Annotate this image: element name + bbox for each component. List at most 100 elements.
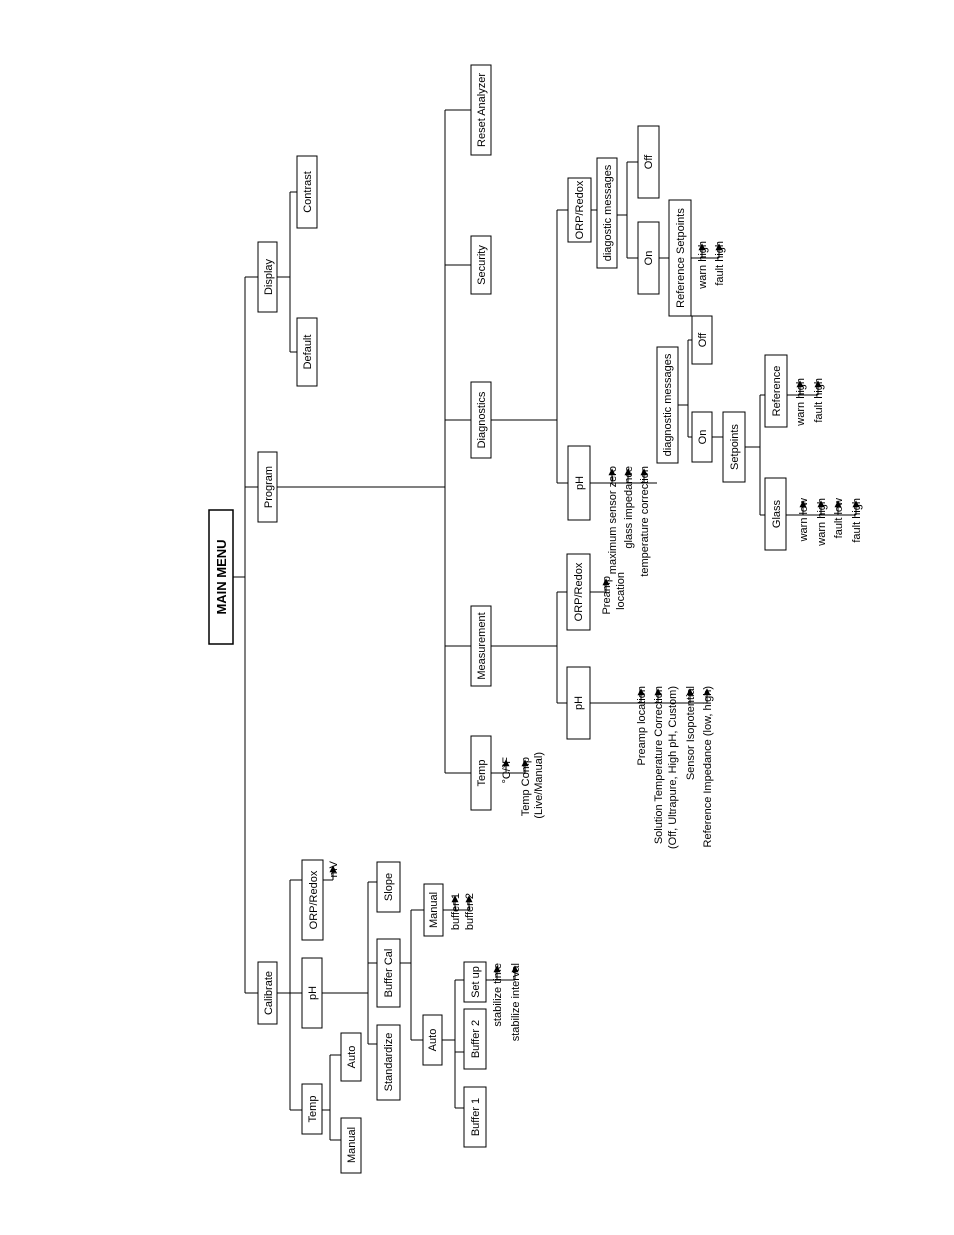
setup-item: stabilize interval — [510, 963, 522, 1041]
prog-temp-label: Temp — [476, 760, 488, 787]
ref-setpoints-box — [668, 199, 692, 317]
default-label: Default — [302, 335, 314, 370]
ph-on-label: On — [697, 430, 709, 445]
orp-diag-messages-box — [596, 157, 618, 269]
buffer2-box — [463, 1008, 487, 1070]
cal-temp-auto-label: Auto — [346, 1046, 358, 1069]
meas-orp-item: location — [615, 572, 627, 610]
diag-ph-box — [567, 445, 591, 521]
ph-diag-messages-label: diagnostic messages — [662, 353, 674, 456]
ph-on-box — [691, 411, 713, 463]
bc-manual-item: buffer 2 — [464, 893, 476, 930]
main-menu-label: MAIN MENU — [214, 539, 229, 614]
cal-temp-manual-box — [340, 1117, 362, 1174]
orp-on-label: On — [643, 251, 655, 266]
node-labels: MAIN MENU Calibrate Program Display Temp… — [214, 73, 863, 1163]
display-box — [257, 241, 278, 313]
diagnostics-box — [470, 381, 492, 459]
buffer-cal-box — [376, 938, 401, 1008]
glass-item: warn high — [816, 498, 828, 547]
setup-box — [463, 961, 487, 1003]
prog-temp-item: Temp Comp — [520, 757, 532, 816]
prog-temp-item: (Live/Manual) — [533, 752, 545, 819]
standardize-label: Standardize — [383, 1033, 395, 1092]
contrast-box — [296, 155, 318, 229]
bc-manual-item: buffer 1 — [450, 893, 462, 930]
measurement-box — [470, 605, 492, 687]
setpoints-label: Setpoints — [729, 424, 741, 470]
measurement-label: Measurement — [476, 612, 488, 679]
cal-ph-box — [301, 957, 323, 1029]
cal-orp-mv-label: mV — [328, 860, 340, 877]
meas-ph-item: Solution Temperature Correction — [653, 686, 665, 844]
meas-ph-box — [566, 666, 591, 740]
glass-item: warn low — [798, 498, 810, 542]
buffer-cal-label: Buffer Cal — [383, 949, 395, 998]
reference-item: warn high — [795, 378, 807, 427]
diag-ph-item: temperature correction — [639, 466, 651, 577]
meas-orp-box — [566, 553, 591, 631]
orp-diag-messages-label: diagostic messages — [602, 164, 614, 261]
diagnostics-label: Diagnostics — [476, 391, 488, 448]
meas-ph-item: Sensor Isopotential — [685, 686, 697, 780]
diag-ph-label: pH — [574, 476, 586, 490]
contrast-label: Contrast — [302, 171, 314, 213]
meas-ph-item: Reference Impedance (low, high) — [702, 686, 714, 847]
meas-ph-item: Preamp location — [636, 686, 648, 766]
security-label: Security — [476, 245, 488, 285]
orp-off-box — [637, 125, 660, 199]
calibrate-box — [257, 961, 278, 1025]
cal-orp-label: ORP/Redox — [308, 870, 320, 929]
diag-orp-label: ORP/Redox — [574, 180, 586, 239]
calibrate-label: Calibrate — [263, 971, 275, 1015]
meas-orp-label: ORP/Redox — [573, 562, 585, 621]
program-box — [257, 451, 278, 523]
prog-temp-item: °C/°F — [501, 757, 513, 784]
slope-label: Slope — [383, 873, 395, 901]
diag-ph-item: glass impedance — [623, 466, 635, 549]
standardize-box — [376, 1024, 401, 1101]
main-menu-box — [208, 509, 234, 645]
buffer1-box — [463, 1086, 487, 1148]
setup-label: Set up — [470, 966, 482, 998]
setup-item: stabilize time — [492, 963, 504, 1027]
ph-off-label: Off — [697, 332, 709, 347]
glass-item: fault high — [851, 498, 863, 543]
prog-temp-box — [470, 735, 492, 811]
cal-orp-box — [301, 859, 324, 941]
glass-item: fault low — [833, 498, 845, 538]
bc-auto-label: Auto — [427, 1029, 439, 1052]
bc-auto-box — [422, 1014, 443, 1066]
reference-item: fault high — [813, 378, 825, 423]
ref-setpoints-item: warn high — [697, 241, 709, 290]
ref-setpoints-label: Reference Setpoints — [675, 208, 687, 308]
glass-box — [764, 477, 787, 551]
diag-ph-item: maximum sensor zero — [607, 466, 619, 574]
reference-label: Reference — [771, 366, 783, 417]
bc-manual-label: Manual — [428, 892, 440, 928]
buffer1-label: Buffer 1 — [470, 1098, 482, 1136]
meas-ph-item: (Off, Ultrapure, High pH, Custom) — [667, 686, 679, 849]
cal-ph-label: pH — [307, 986, 319, 1000]
glass-label: Glass — [771, 499, 783, 528]
reset-analyzer-label: Reset Analyzer — [476, 73, 488, 147]
setpoints-box — [722, 411, 746, 483]
cal-temp-auto-box — [340, 1032, 362, 1082]
display-label: Display — [263, 258, 275, 295]
cal-temp-manual-label: Manual — [346, 1127, 358, 1163]
bc-manual-box — [423, 883, 444, 937]
cal-temp-box — [301, 1083, 323, 1135]
ref-setpoints-item: fault high — [714, 241, 726, 286]
orp-off-label: Off — [643, 154, 655, 169]
ph-diag-messages-box — [656, 346, 679, 464]
diag-orp-box — [567, 177, 592, 243]
reference-box — [764, 354, 788, 428]
meas-ph-label: pH — [573, 696, 585, 710]
security-box — [470, 235, 492, 295]
program-label: Program — [263, 466, 275, 508]
reset-analyzer-box — [470, 64, 492, 156]
ph-off-box — [691, 315, 713, 365]
node-boxes — [208, 64, 788, 1174]
buffer2-label: Buffer 2 — [470, 1020, 482, 1058]
default-box — [296, 317, 318, 387]
